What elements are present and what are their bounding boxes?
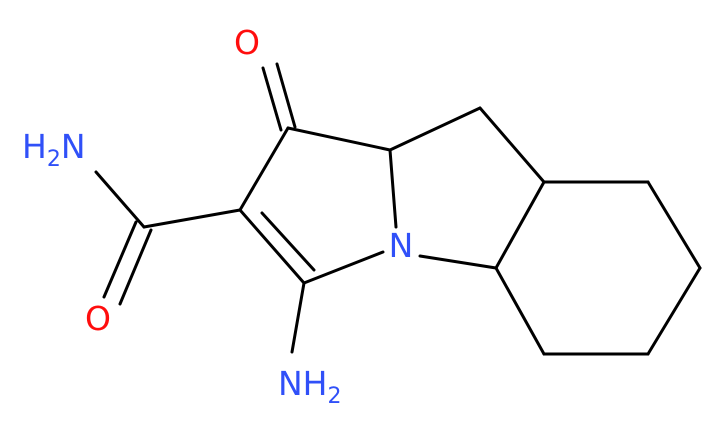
bond-amide-c-n: [94, 170, 146, 229]
bond-c2-c3-a: [238, 208, 306, 285]
amide-nh2-label: H2N: [22, 127, 86, 172]
bond-c1-c2: [238, 126, 290, 212]
bond-amide-co-b: [118, 228, 153, 306]
atom-labels: O H2N O N NH2: [22, 23, 413, 409]
bond-ketone-co-a: [261, 66, 283, 132]
bond-c5-c6: [646, 180, 702, 270]
bond-c8a-c9: [388, 106, 482, 152]
bonds: [94, 62, 702, 356]
amino-nh2-label: NH2: [278, 364, 342, 409]
bond-c1-c8a: [286, 126, 392, 152]
bond-c9a-c4a: [494, 180, 546, 270]
bond-c8-c4a: [494, 266, 546, 356]
bond-c9-c9a: [478, 106, 546, 184]
bond-amide-co-a: [102, 220, 138, 299]
bond-ketone-co-b: [275, 62, 297, 129]
bond-c2-amide-c: [142, 208, 242, 229]
bond-n-c4a: [418, 254, 498, 270]
bond-c6-c7: [646, 266, 702, 356]
bond-n-c8a: [388, 148, 398, 229]
ketone-oxygen-label: O: [234, 23, 260, 62]
bond-c3-n: [302, 250, 385, 285]
bond-c3-amino: [290, 281, 306, 354]
amide-oxygen-label: O: [85, 299, 111, 338]
bond-c2-c3-b: [260, 211, 316, 272]
ring-nitrogen-label: N: [389, 226, 414, 265]
